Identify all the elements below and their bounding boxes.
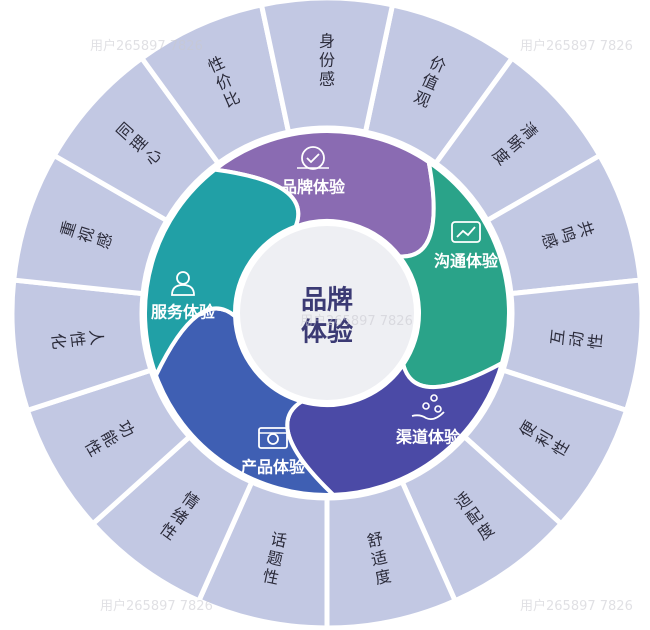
center-circle bbox=[236, 222, 418, 404]
watermark-text: 用户265897 7826 bbox=[90, 38, 203, 54]
petal-label: 服务体验 bbox=[151, 303, 216, 322]
person-icon bbox=[171, 271, 195, 296]
outer-segment-label: 重视感 bbox=[57, 218, 116, 251]
watermark-layer: 用户265897 7826 用户265897 7826 用户265897 782… bbox=[90, 38, 633, 614]
outer-segment-label: 身份感 bbox=[319, 32, 335, 89]
petal-label: 品牌体验 bbox=[281, 178, 346, 197]
outer-segment-label: 性价比 bbox=[205, 53, 243, 112]
watermark-text: 用户265897 7826 bbox=[520, 598, 633, 614]
outer-segment-label: 舒适度 bbox=[365, 529, 393, 588]
outer-ring: 价值观清晰度共鸣感互动性便利性适配度舒适度话题性情绪性功能性人性化重视感同理心性… bbox=[9, 0, 645, 630]
watermark-text: 用户265897 7826 bbox=[100, 598, 213, 614]
outer-segment-label: 价值观 bbox=[411, 53, 449, 112]
center-hub: 品牌 体验 bbox=[236, 222, 418, 404]
gear-screen-icon bbox=[258, 427, 288, 449]
petal-label: 渠道体验 bbox=[396, 428, 461, 447]
hand-network-icon bbox=[411, 394, 445, 421]
outer-segment-label: 共鸣感 bbox=[538, 218, 597, 251]
outer-segment-label: 人性化 bbox=[48, 328, 106, 350]
outer-segment bbox=[258, 0, 396, 136]
outer-segment-label: 互动性 bbox=[547, 328, 605, 350]
center-title-line1: 品牌 bbox=[301, 285, 353, 316]
outer-segment-label: 话题性 bbox=[261, 529, 289, 588]
chat-chart-icon bbox=[451, 221, 481, 243]
center-title-line2: 体验 bbox=[301, 317, 353, 348]
watermark-text: 用户265897 7826 bbox=[300, 313, 413, 329]
petal-label: 沟通体验 bbox=[434, 252, 499, 271]
petal-label: 产品体验 bbox=[241, 458, 306, 477]
badge-icon bbox=[297, 146, 329, 170]
petal-5 bbox=[143, 167, 301, 381]
watermark-text: 用户265897 7826 bbox=[520, 38, 633, 54]
